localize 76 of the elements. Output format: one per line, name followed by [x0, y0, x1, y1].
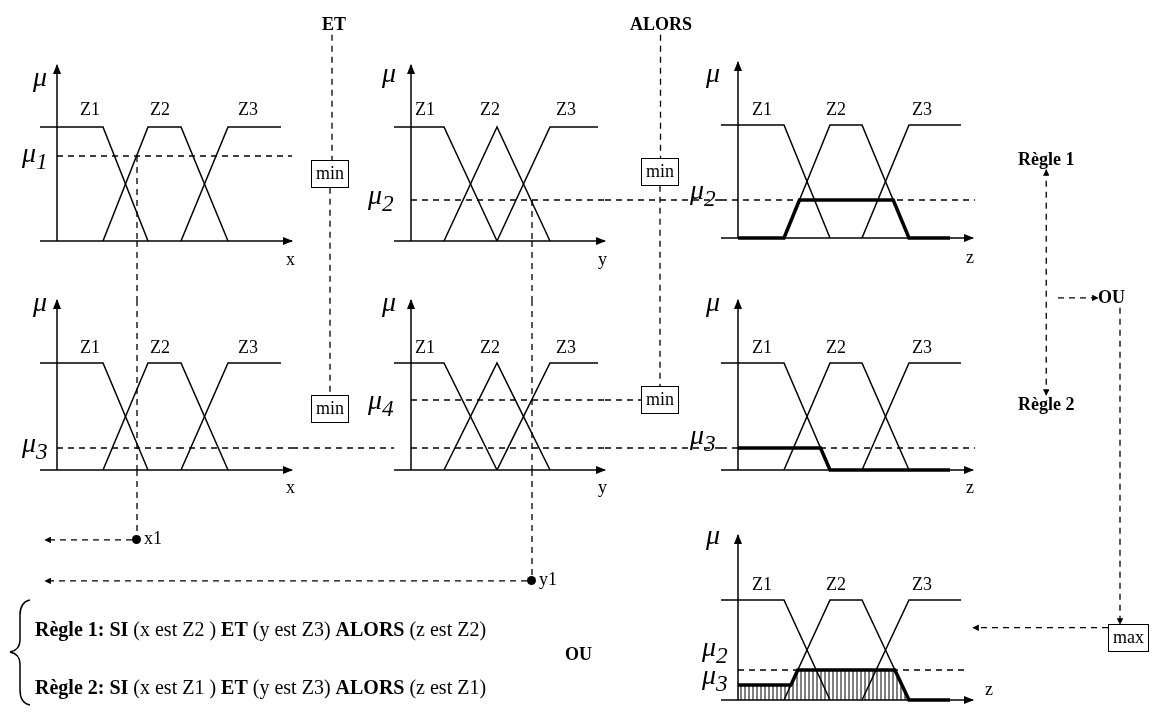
- axis-label: x: [286, 250, 295, 270]
- operator-box: min: [311, 395, 349, 423]
- connector-line: [331, 34, 333, 161]
- axis-label: μ: [706, 58, 721, 89]
- operator-box: min: [311, 160, 349, 188]
- membership-label: μ$_{3}$: [690, 420, 716, 457]
- set-label: Z3: [912, 338, 932, 358]
- axis-label: μ: [33, 287, 48, 318]
- operator-label: ET: [322, 15, 346, 35]
- membership-chart-drawing: [393, 63, 607, 246]
- set-label: Z2: [826, 338, 846, 358]
- connector-line: [604, 199, 722, 201]
- connector-line: [531, 469, 533, 578]
- set-label: Z1: [415, 100, 435, 120]
- membership-label: μ$_{2}$: [368, 180, 394, 217]
- arrow: [44, 536, 133, 544]
- set-label: Z3: [238, 338, 258, 358]
- connector-line: [136, 240, 138, 301]
- connector-line: [659, 185, 661, 387]
- axis-label: z: [966, 478, 974, 498]
- set-label: Z3: [238, 100, 258, 120]
- operator-label: OU: [565, 645, 592, 665]
- membership-chart-drawing: [393, 298, 607, 475]
- axis-label: μ: [706, 287, 721, 318]
- set-label: Z2: [480, 100, 500, 120]
- axis-label: y: [598, 478, 607, 498]
- set-label: Z1: [80, 100, 100, 120]
- set-label: Z2: [150, 100, 170, 120]
- membership-label: μ$_{3}$: [22, 428, 48, 465]
- connector-line: [604, 399, 642, 401]
- set-label: Z3: [556, 338, 576, 358]
- axis-label: y: [598, 250, 607, 270]
- connector-line: [659, 34, 662, 159]
- axis-label: μ: [706, 520, 721, 551]
- axis-label: z: [985, 680, 993, 700]
- arrow: [1116, 307, 1124, 625]
- rule-label: Règle 1: [1018, 150, 1075, 170]
- set-label: Z3: [912, 100, 932, 120]
- axis-label: x: [286, 478, 295, 498]
- set-label: Z2: [826, 100, 846, 120]
- operator-label: ALORS: [630, 15, 692, 35]
- operator-box: max: [1108, 624, 1149, 652]
- set-label: Z3: [556, 100, 576, 120]
- rule-text: Règle 2: SI (x est Z1 ) ET (y est Z3) ALORS (z est Z1): [35, 676, 487, 698]
- membership-chart-drawing: [720, 60, 976, 243]
- set-label: Z1: [752, 338, 772, 358]
- membership-label: μ$_{1}$: [22, 138, 48, 175]
- connector-line: [291, 447, 395, 449]
- axis-label: μ: [382, 58, 397, 89]
- set-label: Z2: [826, 575, 846, 595]
- set-label: Z1: [415, 338, 435, 358]
- set-label: Z2: [150, 338, 170, 358]
- set-label: Z1: [752, 100, 772, 120]
- set-label: Z1: [80, 338, 100, 358]
- arrow: [44, 577, 528, 585]
- axis-label: μ: [382, 287, 397, 318]
- membership-label: μ$_{2}$: [690, 175, 716, 212]
- membership-chart-drawing: [720, 298, 976, 475]
- point-label: y1: [539, 569, 557, 589]
- arrow: [972, 624, 1109, 631]
- operator-label: OU: [1098, 288, 1125, 308]
- rule-label: Règle 2: [1018, 395, 1075, 415]
- membership-label: μ$_{4}$: [368, 385, 394, 422]
- set-label: Z3: [912, 575, 932, 595]
- operator-box: min: [641, 386, 679, 414]
- axis-label: z: [966, 248, 974, 268]
- point-label: x1: [144, 528, 162, 548]
- rule-text: Règle 1: SI (x est Z2 ) ET (y est Z3) ALORS (z est Z2): [35, 618, 487, 640]
- set-label: Z1: [752, 575, 772, 595]
- arrow: [1043, 169, 1050, 396]
- operator-box: min: [641, 158, 679, 186]
- connector-line: [604, 447, 722, 449]
- set-label: Z2: [480, 338, 500, 358]
- arrow: [1057, 294, 1099, 302]
- axis-label: μ: [33, 62, 48, 93]
- connector-line: [531, 240, 533, 301]
